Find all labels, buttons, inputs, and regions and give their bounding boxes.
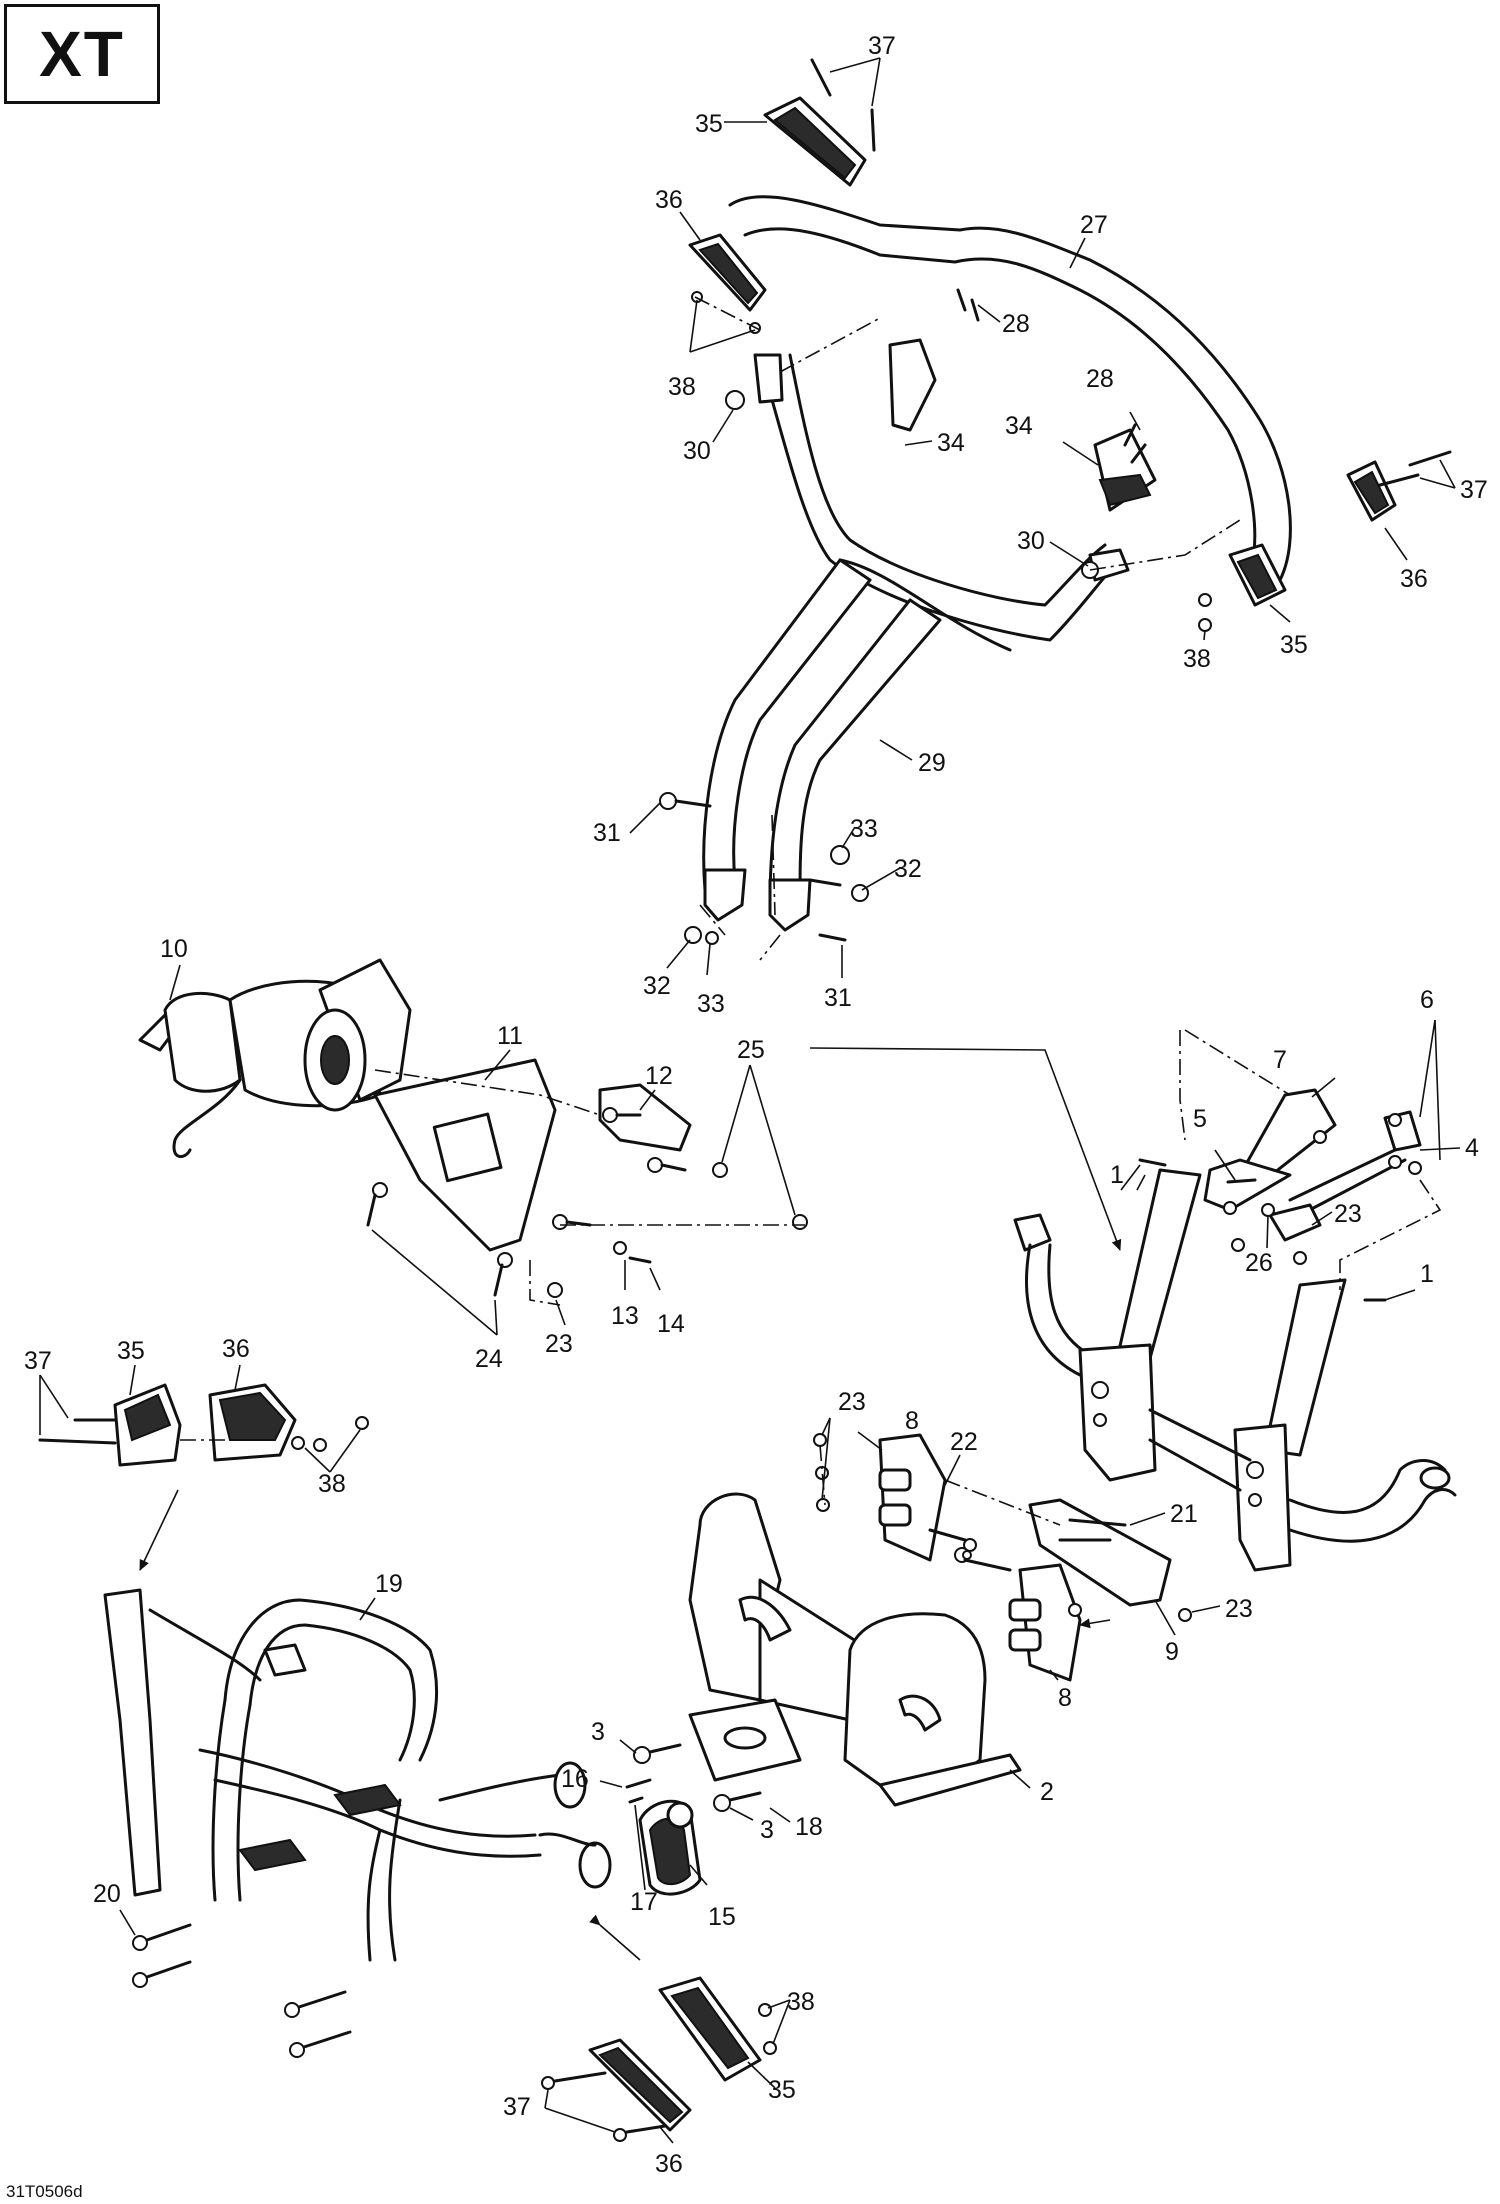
callout-33: 33 [697, 990, 725, 1018]
callout-29: 29 [918, 749, 946, 777]
callout-30: 30 [683, 437, 711, 465]
callout-3: 3 [760, 1816, 774, 1844]
callout-32: 32 [643, 972, 671, 1000]
callout-38: 38 [318, 1470, 346, 1498]
callout-35: 35 [695, 110, 723, 138]
callout-32: 32 [894, 855, 922, 883]
callout-35: 35 [768, 2076, 796, 2104]
callout-37: 37 [24, 1347, 52, 1375]
callout-33: 33 [850, 815, 878, 843]
bottom-clamp-set [541, 1976, 791, 2144]
callout-28: 28 [1002, 310, 1030, 338]
callout-36: 36 [655, 186, 683, 214]
callout-20: 20 [93, 1880, 121, 1908]
callout-5: 5 [1193, 1105, 1207, 1133]
callout-31: 31 [824, 984, 852, 1012]
model-label-box: XT [4, 4, 160, 104]
callout-3: 3 [591, 1718, 605, 1746]
callout-6: 6 [1420, 986, 1434, 1014]
callout-36: 36 [222, 1335, 250, 1363]
callout-9: 9 [1165, 1638, 1179, 1666]
front-frame-assembly [1013, 1019, 1461, 1572]
callout-17: 17 [630, 1888, 658, 1916]
callout-1: 1 [1420, 1260, 1434, 1288]
callout-21: 21 [1170, 1500, 1198, 1528]
callout-24: 24 [475, 1345, 503, 1373]
callout-37: 37 [868, 32, 896, 60]
callout-15: 15 [708, 1903, 736, 1931]
callout-19: 19 [375, 1570, 403, 1598]
callout-23: 23 [1334, 1200, 1362, 1228]
callout-37: 37 [503, 2093, 531, 2121]
callout-34: 34 [1005, 412, 1033, 440]
callout-16: 16 [561, 1765, 589, 1793]
callout-36: 36 [1400, 565, 1428, 593]
callout-14: 14 [657, 1310, 685, 1338]
callout-8: 8 [905, 1407, 919, 1435]
callout-25: 25 [737, 1036, 765, 1064]
callout-23: 23 [838, 1388, 866, 1416]
callout-26: 26 [1245, 1249, 1273, 1277]
callout-38: 38 [1183, 645, 1211, 673]
callout-8: 8 [1058, 1684, 1072, 1712]
callout-31: 31 [593, 819, 621, 847]
callout-4: 4 [1465, 1134, 1479, 1162]
callout-7: 7 [1273, 1046, 1287, 1074]
callout-10: 10 [160, 935, 188, 963]
callout-labels: 37 35 36 27 28 38 30 34 28 34 37 30 36 3… [24, 32, 1488, 2178]
callout-38: 38 [668, 373, 696, 401]
winch-assembly [138, 958, 1122, 1336]
callout-12: 12 [645, 1062, 673, 1090]
callout-27: 27 [1080, 211, 1108, 239]
callout-28: 28 [1086, 365, 1114, 393]
callout-37: 37 [1460, 476, 1488, 504]
callout-1: 1 [1110, 1161, 1124, 1189]
callout-34: 34 [937, 429, 965, 457]
model-label: XT [39, 18, 125, 90]
callout-36: 36 [655, 2150, 683, 2178]
upper-bumper-assembly [629, 57, 1456, 978]
callout-13: 13 [611, 1302, 639, 1330]
callout-18: 18 [795, 1813, 823, 1841]
callout-11: 11 [497, 1022, 523, 1050]
callout-2: 2 [1040, 1778, 1054, 1806]
callout-23: 23 [545, 1330, 573, 1358]
callout-23: 23 [1225, 1595, 1253, 1623]
callout-38: 38 [787, 1988, 815, 2016]
left-clamp-set [38, 1364, 369, 1571]
lower-bumper-assembly [103, 1588, 612, 2058]
callout-30: 30 [1017, 527, 1045, 555]
document-code: 31T0506d [6, 2182, 83, 2201]
callout-22: 22 [950, 1428, 978, 1456]
callout-35: 35 [1280, 631, 1308, 659]
callout-35: 35 [117, 1337, 145, 1365]
winch-housing-assembly [589, 1417, 1221, 1961]
